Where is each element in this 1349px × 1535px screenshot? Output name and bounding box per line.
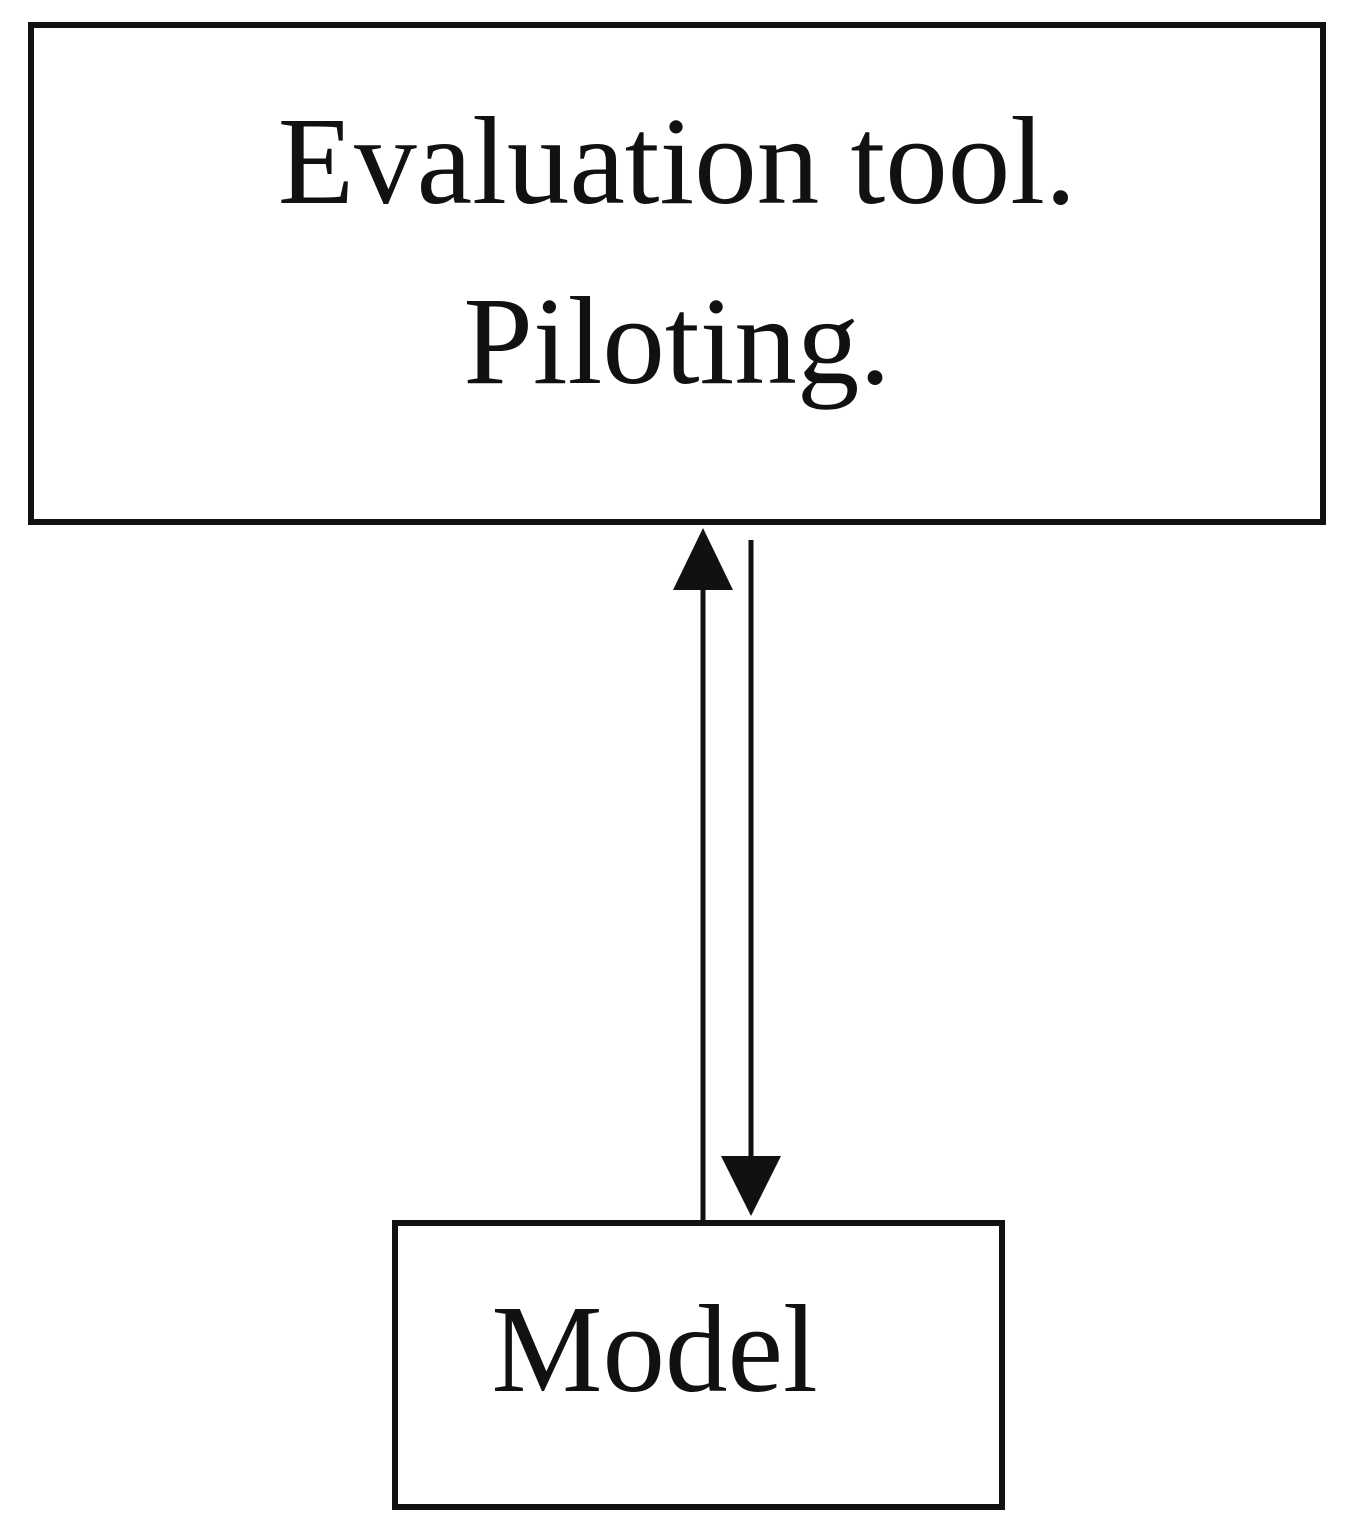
up-arrow-icon — [673, 528, 733, 1220]
evaluation-tool-box: Evaluation tool. Piloting. — [28, 22, 1326, 525]
evaluation-tool-label-line2: Piloting. — [463, 272, 891, 411]
model-label: Model — [491, 1281, 818, 1419]
model-box: Model — [392, 1220, 1005, 1510]
evaluation-tool-text-block: Evaluation tool. Piloting. — [278, 87, 1076, 417]
evaluation-tool-label-line1: Evaluation tool. — [277, 92, 1077, 231]
down-arrow-icon — [721, 540, 781, 1216]
